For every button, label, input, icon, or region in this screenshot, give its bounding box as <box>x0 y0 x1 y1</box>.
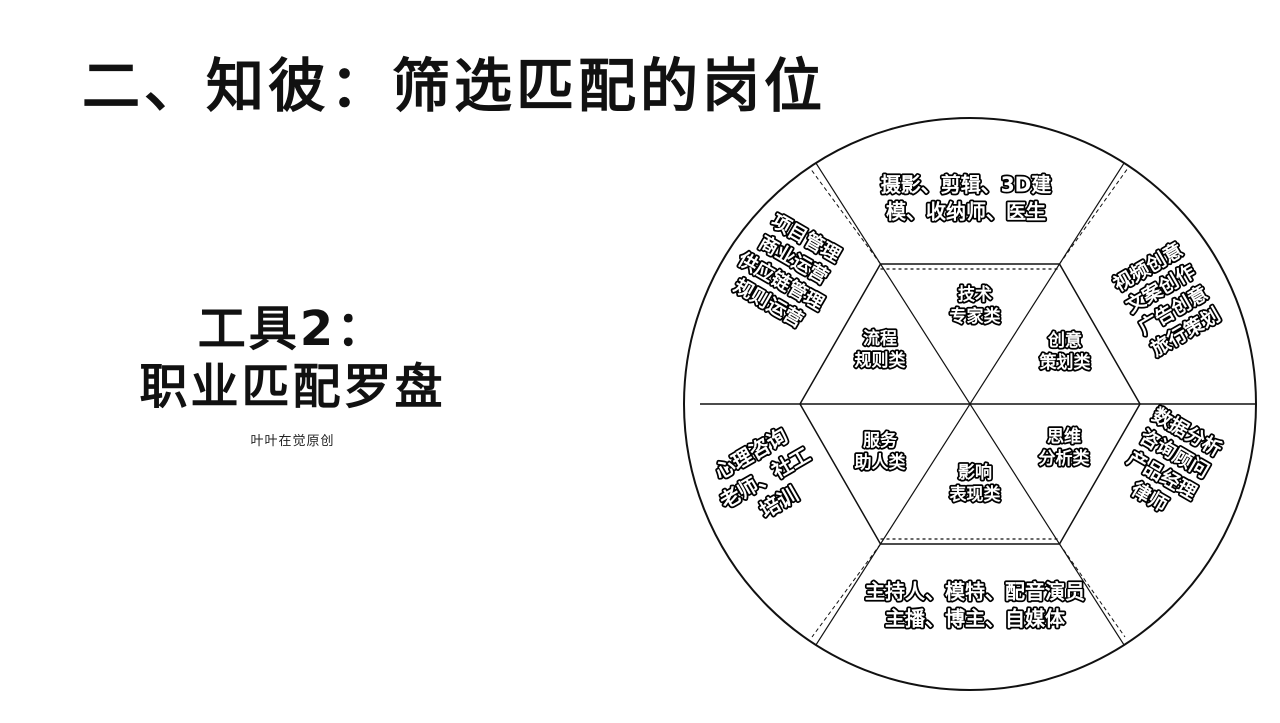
tool-subtitle: 职业匹配罗盘 <box>139 359 446 415</box>
inner-label-creative-line-1: 创意 <box>1047 330 1082 351</box>
compass-lines <box>683 117 1257 691</box>
inner-label-tech-line-1: 技术 <box>958 284 992 305</box>
inner-label-analysis-line-1: 思维 <box>1047 426 1081 447</box>
compass-spoke-3 <box>1059 543 1126 638</box>
outer-label-tech-line-1: 摄影、剪辑、3D建 <box>881 173 1052 197</box>
inner-label-process-line-2: 规则类 <box>855 350 907 371</box>
compass-labels: 技术专家类创意策划类思维分析类影响表现类服务助人类流程规则类摄影、剪辑、3D建模… <box>709 171 1228 633</box>
inner-label-process-line-1: 流程 <box>863 328 897 349</box>
inner-label-influence-line-2: 表现类 <box>950 484 1002 505</box>
outer-label-tech-line-2: 模、收纳师、医生 <box>886 200 1046 224</box>
outer-label-influence-line-1: 主持人、模特、配音演员 <box>865 580 1085 604</box>
compass-diagonal-2 <box>815 162 1125 646</box>
outer-label-influence-line-2: 主播、博主、自媒体 <box>885 607 1066 631</box>
tool-name: 工具2： <box>197 301 388 357</box>
compass-spoke-1 <box>809 167 881 265</box>
tool-block: 工具2： 职业匹配罗盘 叶叶在觉原创 <box>90 300 495 449</box>
inner-label-service-line-1: 服务 <box>863 430 898 451</box>
author-credit: 叶叶在觉原创 <box>250 434 335 449</box>
inner-label-analysis-line-2: 分析类 <box>1039 448 1091 469</box>
compass-spoke-4 <box>811 543 881 638</box>
compass-spoke-2 <box>1059 167 1129 265</box>
slide-title: 二、知彼：筛选匹配的岗位 <box>82 52 827 120</box>
inner-label-creative-line-2: 策划类 <box>1040 352 1092 373</box>
inner-label-tech-line-2: 专家类 <box>950 306 1002 327</box>
inner-label-influence-line-1: 影响 <box>958 462 992 483</box>
inner-label-service-line-2: 助人类 <box>855 452 907 473</box>
